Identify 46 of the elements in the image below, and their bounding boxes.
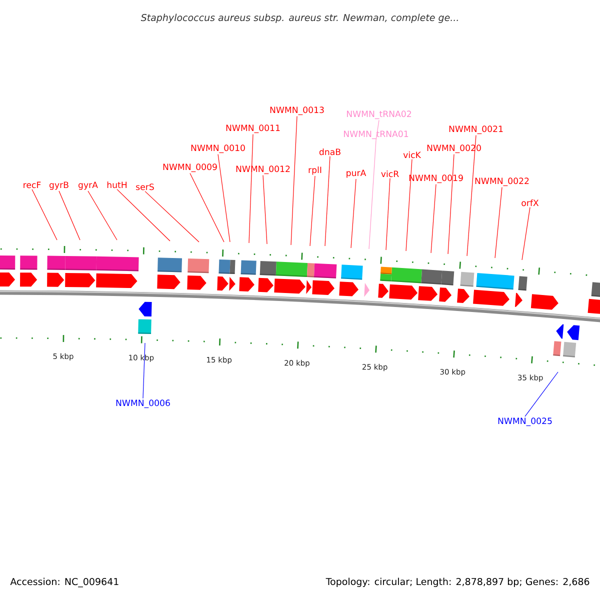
leader-line — [524, 372, 558, 417]
leader-line — [448, 154, 454, 254]
leader-line — [290, 116, 298, 246]
leader-line — [88, 190, 118, 240]
genome-info-text: Topology: circular; Length: 2,878,897 bp; Genes: 2,686 — [326, 578, 590, 587]
leader-line — [58, 190, 80, 240]
leader-line — [430, 184, 436, 254]
gene-label: rplI — [308, 166, 322, 175]
gene-label: hutH — [107, 181, 127, 188]
gene-label: NWMN_tRNA02 — [347, 110, 411, 120]
leader-line — [32, 189, 58, 240]
gene-label: NWMN_0013 — [270, 106, 324, 116]
leader-line — [466, 134, 476, 256]
accession-text: Accession: NC_009641 — [10, 578, 118, 588]
leader-line — [386, 178, 390, 250]
gene-label: NWMN_0006 — [116, 400, 170, 408]
leader-line — [144, 191, 200, 242]
gene-label: vicK — [403, 151, 422, 158]
leader-line — [406, 159, 412, 252]
leader-line — [494, 186, 502, 258]
leader-line — [248, 134, 254, 244]
gene-label: NWMN_0022 — [475, 178, 529, 186]
leader-line — [310, 176, 316, 246]
gene-label: NWMN_0021 — [449, 126, 503, 134]
gene-label: NWMN_0011 — [226, 124, 280, 134]
gene-label: orfX — [522, 199, 539, 206]
gene-label: NWMN_0010 — [191, 144, 245, 154]
gene-label: NWMN_0025 — [498, 418, 552, 426]
leader-line — [116, 189, 170, 242]
leader-line — [522, 207, 530, 260]
gene-label: serS — [136, 184, 154, 190]
leader-line — [190, 172, 224, 242]
gene-label: dnaB — [319, 148, 340, 156]
gene-label: vicR — [381, 170, 399, 178]
leader-line — [324, 156, 330, 246]
leader-line — [142, 342, 146, 399]
leader-line — [262, 174, 268, 244]
gene-label: purA — [346, 170, 366, 178]
gene-label: recF — [24, 182, 41, 188]
leader-line — [218, 154, 230, 242]
gene-label: gyrB — [49, 182, 68, 190]
leader-line — [368, 140, 376, 250]
gene-label: gyrA — [78, 182, 98, 190]
title: Staphylococcus aureus subsp. aureus str. Newman, complete ge... — [140, 14, 458, 23]
gene-label: NWMN_0009 — [163, 164, 217, 172]
leader-line — [350, 178, 356, 248]
